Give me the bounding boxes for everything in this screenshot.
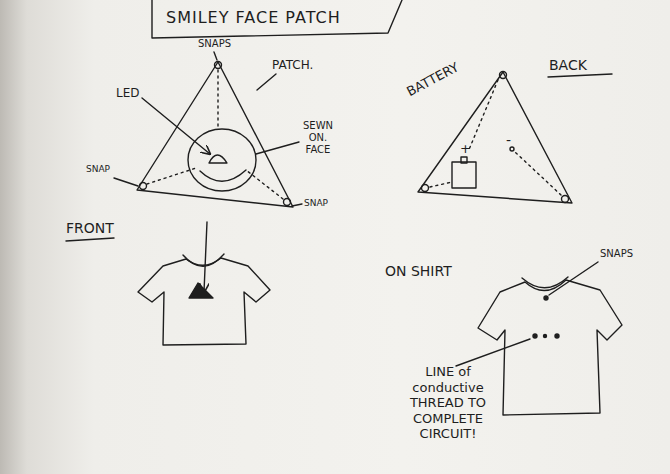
leader-line <box>214 52 217 60</box>
dotted-thread <box>217 70 218 128</box>
patch-triangle <box>137 62 293 207</box>
leader-arrow <box>204 222 207 292</box>
view-heading: FRONT <box>66 220 114 237</box>
snap-symbol <box>562 196 569 203</box>
leader-line <box>142 98 210 154</box>
dotted-thread <box>468 80 498 152</box>
dotted-thread <box>515 152 561 195</box>
part-label: SNAP <box>86 164 110 175</box>
underline <box>66 238 114 241</box>
underline <box>548 74 612 77</box>
view-heading: ON SHIRT <box>385 263 452 280</box>
sketch-title: SMILEY FACE PATCH <box>166 8 341 27</box>
dotted-thread <box>430 182 452 187</box>
snap-symbol <box>422 185 429 192</box>
note-text: LINE of conductive THREAD TO COMPLETE CI… <box>392 364 504 442</box>
leader-line <box>257 74 276 90</box>
snap-symbol <box>555 334 559 338</box>
part-label: LED <box>116 86 140 100</box>
part-label: SNAPS <box>600 248 633 260</box>
snap-symbol <box>533 334 537 338</box>
leader-line <box>114 178 138 186</box>
leader-line <box>456 339 530 366</box>
part-label: BATTERY <box>404 59 461 99</box>
polarity-mark: - <box>506 132 511 149</box>
tshirt-outline <box>478 280 622 415</box>
dotted-thread <box>147 168 196 184</box>
part-label: PATCH. <box>272 58 313 72</box>
tshirt-collar <box>183 254 224 266</box>
tshirt-outline <box>138 258 270 345</box>
title-frame <box>152 0 402 38</box>
snap-symbol <box>140 183 147 190</box>
part-label: SNAPS <box>198 38 231 50</box>
leader-line <box>549 262 598 295</box>
view-heading: BACK <box>549 57 587 74</box>
snap-symbol <box>500 72 507 79</box>
leader-line <box>256 142 299 154</box>
smile-mouth <box>200 170 246 181</box>
patch-on-shirt <box>189 283 213 298</box>
part-label: SNAP <box>304 198 328 209</box>
thread-dot <box>544 335 547 338</box>
battery-terminal <box>461 157 467 163</box>
snap-symbol <box>544 296 548 300</box>
snap-symbol <box>215 62 222 69</box>
battery-symbol <box>452 162 476 188</box>
polarity-mark: + <box>460 141 471 157</box>
part-label: SEWN ON. FACE <box>300 120 336 156</box>
leader-line <box>292 204 302 206</box>
snap-symbol <box>284 199 291 206</box>
patch-triangle <box>418 72 572 203</box>
led-symbol <box>209 155 227 163</box>
smiley-face <box>188 129 256 191</box>
